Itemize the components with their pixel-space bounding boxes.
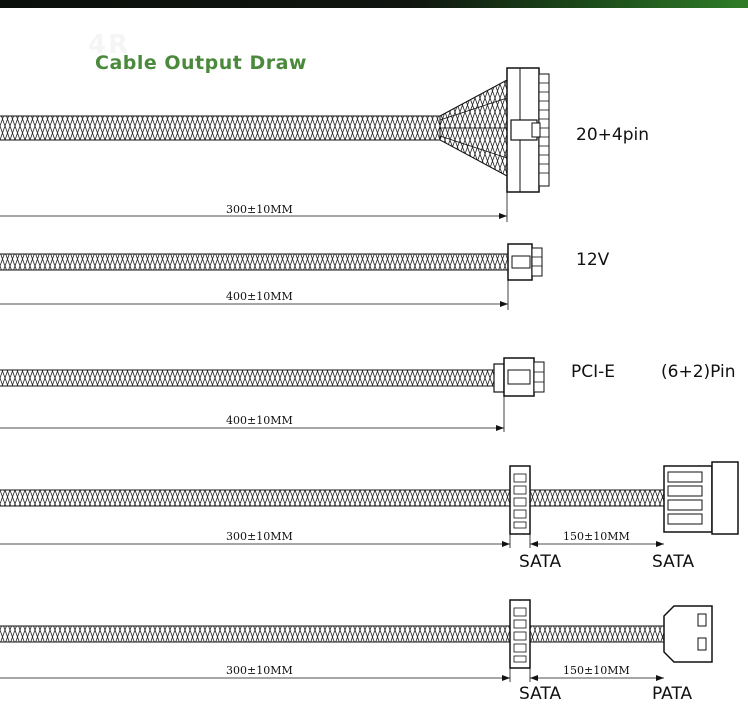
length-label: 300±10MM	[226, 203, 293, 216]
connector-label: SATA	[519, 684, 562, 704]
sata-connector-inline	[509, 465, 531, 535]
length-label: 400±10MM	[226, 290, 293, 303]
atx-connector	[506, 67, 550, 193]
connector-label: SATA	[652, 552, 695, 572]
length-label: 150±10MM	[563, 530, 630, 543]
length-label: 150±10MM	[563, 664, 630, 677]
connector-label: 12V	[576, 250, 610, 270]
cable-12v	[0, 243, 543, 310]
sata-connector-inline	[509, 599, 531, 669]
dimension-line	[0, 192, 508, 222]
dimension-line	[0, 280, 509, 310]
braided-sleeve	[0, 116, 440, 140]
connector-pin-label: (6+2)Pin	[661, 362, 736, 382]
connector-label: 20+4pin	[576, 125, 649, 145]
cable-sata-sata	[0, 461, 739, 548]
length-label: 400±10MM	[226, 414, 293, 427]
sata-connector-end	[663, 461, 739, 535]
top-banner-bar	[0, 0, 748, 8]
cable-pcie	[0, 357, 545, 432]
page-title: Cable Output Draw	[95, 52, 307, 74]
pata-molex-connector	[663, 605, 713, 663]
connector-label: PATA	[652, 684, 693, 704]
length-label: 300±10MM	[226, 530, 293, 543]
dimension-line	[0, 534, 664, 548]
dimension-line	[0, 668, 664, 682]
dimension-line	[0, 396, 505, 432]
eps-12v-connector	[507, 243, 543, 281]
connector-label: SATA	[519, 552, 562, 572]
length-label: 300±10MM	[226, 664, 293, 677]
cable-20-4pin	[0, 67, 550, 222]
pcie-connector	[493, 357, 545, 397]
connector-label: PCI-E	[571, 362, 616, 382]
cable-sata-pata	[0, 599, 713, 682]
